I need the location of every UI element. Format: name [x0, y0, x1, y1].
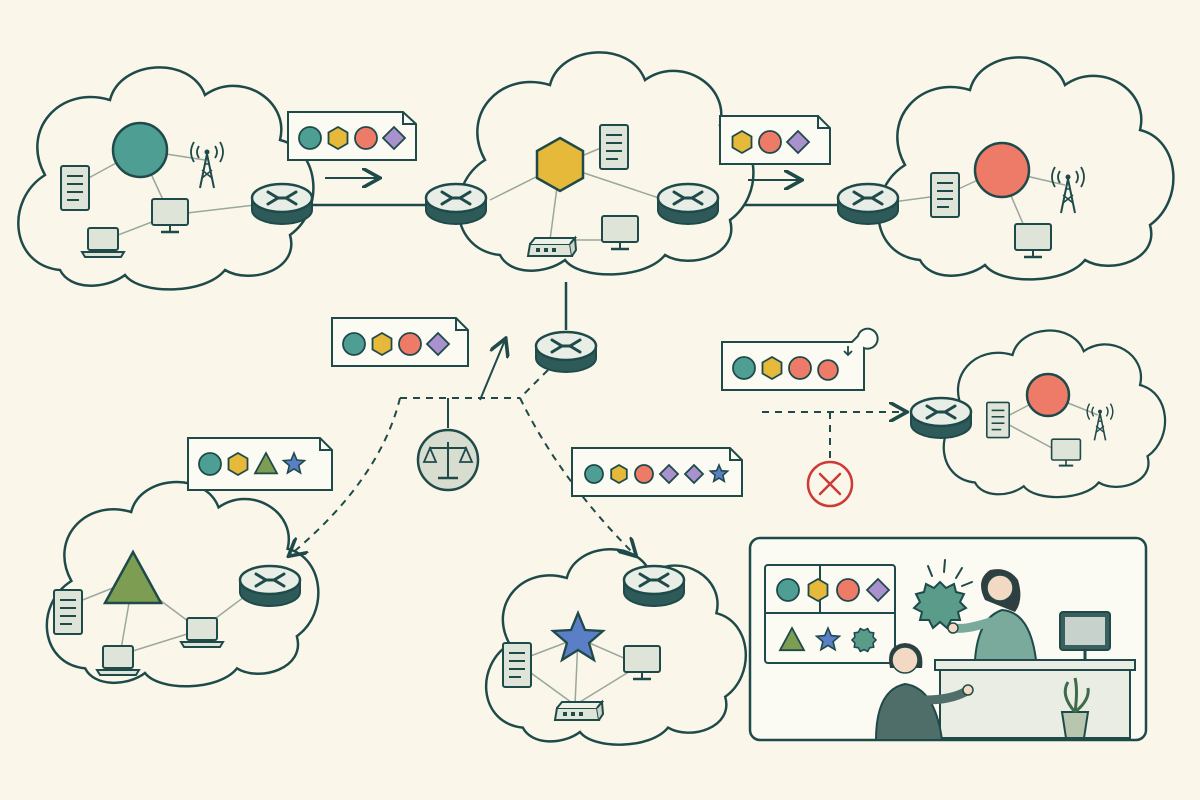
tag-shape-hexagon	[610, 463, 628, 485]
network-switch-icon	[554, 701, 604, 721]
laptop-icon	[81, 227, 125, 258]
tag-shape-triangle	[253, 451, 279, 475]
cloud-right-small-content	[985, 372, 1114, 467]
laptop-icon	[96, 645, 140, 676]
tag-shape-badge	[850, 627, 878, 653]
tag-shape-diamond	[785, 129, 811, 155]
server-icon	[60, 165, 90, 211]
router-icon	[250, 182, 314, 226]
node-circle-red	[973, 141, 1031, 199]
tag-shape-diamond	[658, 463, 680, 485]
tag-shape-star	[281, 450, 307, 475]
tag-shape-circle	[776, 578, 800, 602]
server-icon	[985, 401, 1011, 439]
laptop-icon	[180, 617, 224, 648]
tag-left-mid	[187, 437, 333, 491]
tag-shape-hexagon	[371, 331, 393, 357]
router-icon	[909, 396, 973, 440]
tag-shape-star	[708, 462, 730, 483]
node-hexagon-yellow	[535, 136, 585, 193]
tag-shape-star	[814, 625, 842, 652]
balance-scale-icon	[416, 428, 480, 492]
tag-shape-circle-red	[788, 356, 812, 380]
tag-shape-hexagon	[731, 129, 753, 155]
tag-shape-triangle	[778, 626, 806, 652]
server-icon	[930, 172, 960, 218]
tag-shape-circle	[342, 332, 366, 356]
tag-shape-circle-red	[758, 130, 782, 154]
tag-middle	[331, 317, 469, 367]
tag-shape-circle-red	[836, 578, 860, 602]
node-circle-red	[1025, 372, 1071, 418]
tag-shape-circle	[584, 464, 604, 484]
cloud-top-center-content	[489, 124, 681, 257]
tag-shape-circle	[198, 452, 222, 476]
node-triangle-green	[102, 549, 164, 605]
tag-shape-circle-red-dropped	[817, 359, 839, 381]
cloud-bottom-center-content	[502, 609, 662, 721]
router-icon	[534, 330, 598, 374]
shape-grid-card	[764, 564, 896, 664]
tag-shape-diamond	[425, 331, 451, 357]
flow-arrows	[290, 178, 905, 555]
person-icon	[874, 643, 974, 741]
tag-shape-circle-red	[634, 464, 654, 484]
tag-shape-circle	[732, 356, 756, 380]
desk-monitor-icon	[1059, 611, 1111, 660]
server-icon	[502, 642, 532, 688]
shape-grid-row-2	[778, 625, 878, 653]
badge-shape-held	[912, 559, 973, 630]
tag-shape-diamond	[381, 125, 407, 151]
tag-shape-hexagon	[761, 355, 783, 381]
tag-shape-diamond	[865, 577, 891, 603]
router-icon	[424, 182, 488, 226]
tag-center-mid	[571, 447, 743, 497]
router-icon	[836, 182, 900, 226]
tag-top-right	[719, 115, 831, 165]
server-icon	[53, 589, 83, 635]
help-desk-panel	[748, 536, 1148, 742]
person-icon	[947, 569, 1038, 661]
tag-shape-hexagon	[327, 125, 349, 151]
node-circle-teal	[111, 121, 169, 179]
node-star-blue	[550, 609, 606, 663]
network-switch-icon	[527, 237, 577, 257]
tag-top-left	[287, 111, 417, 161]
tag-shape-circle-red	[354, 126, 378, 150]
error-x-icon	[806, 460, 854, 508]
tag-shape-diamond	[683, 463, 705, 485]
tag-shape-hexagon	[227, 451, 249, 477]
router-icon	[622, 564, 686, 608]
shape-grid-row-1	[776, 577, 891, 603]
plant-icon	[1060, 677, 1090, 739]
tag-shape-circle-red	[398, 332, 422, 356]
router-icon	[238, 564, 302, 608]
cloud-top-left	[17, 66, 315, 291]
tag-right-blocked	[721, 327, 879, 391]
cloud-top-right-content	[869, 141, 1085, 259]
router-icon	[656, 182, 720, 226]
tag-shape-circle	[298, 126, 322, 150]
server-icon	[599, 124, 629, 170]
tag-shape-hexagon	[807, 577, 829, 603]
